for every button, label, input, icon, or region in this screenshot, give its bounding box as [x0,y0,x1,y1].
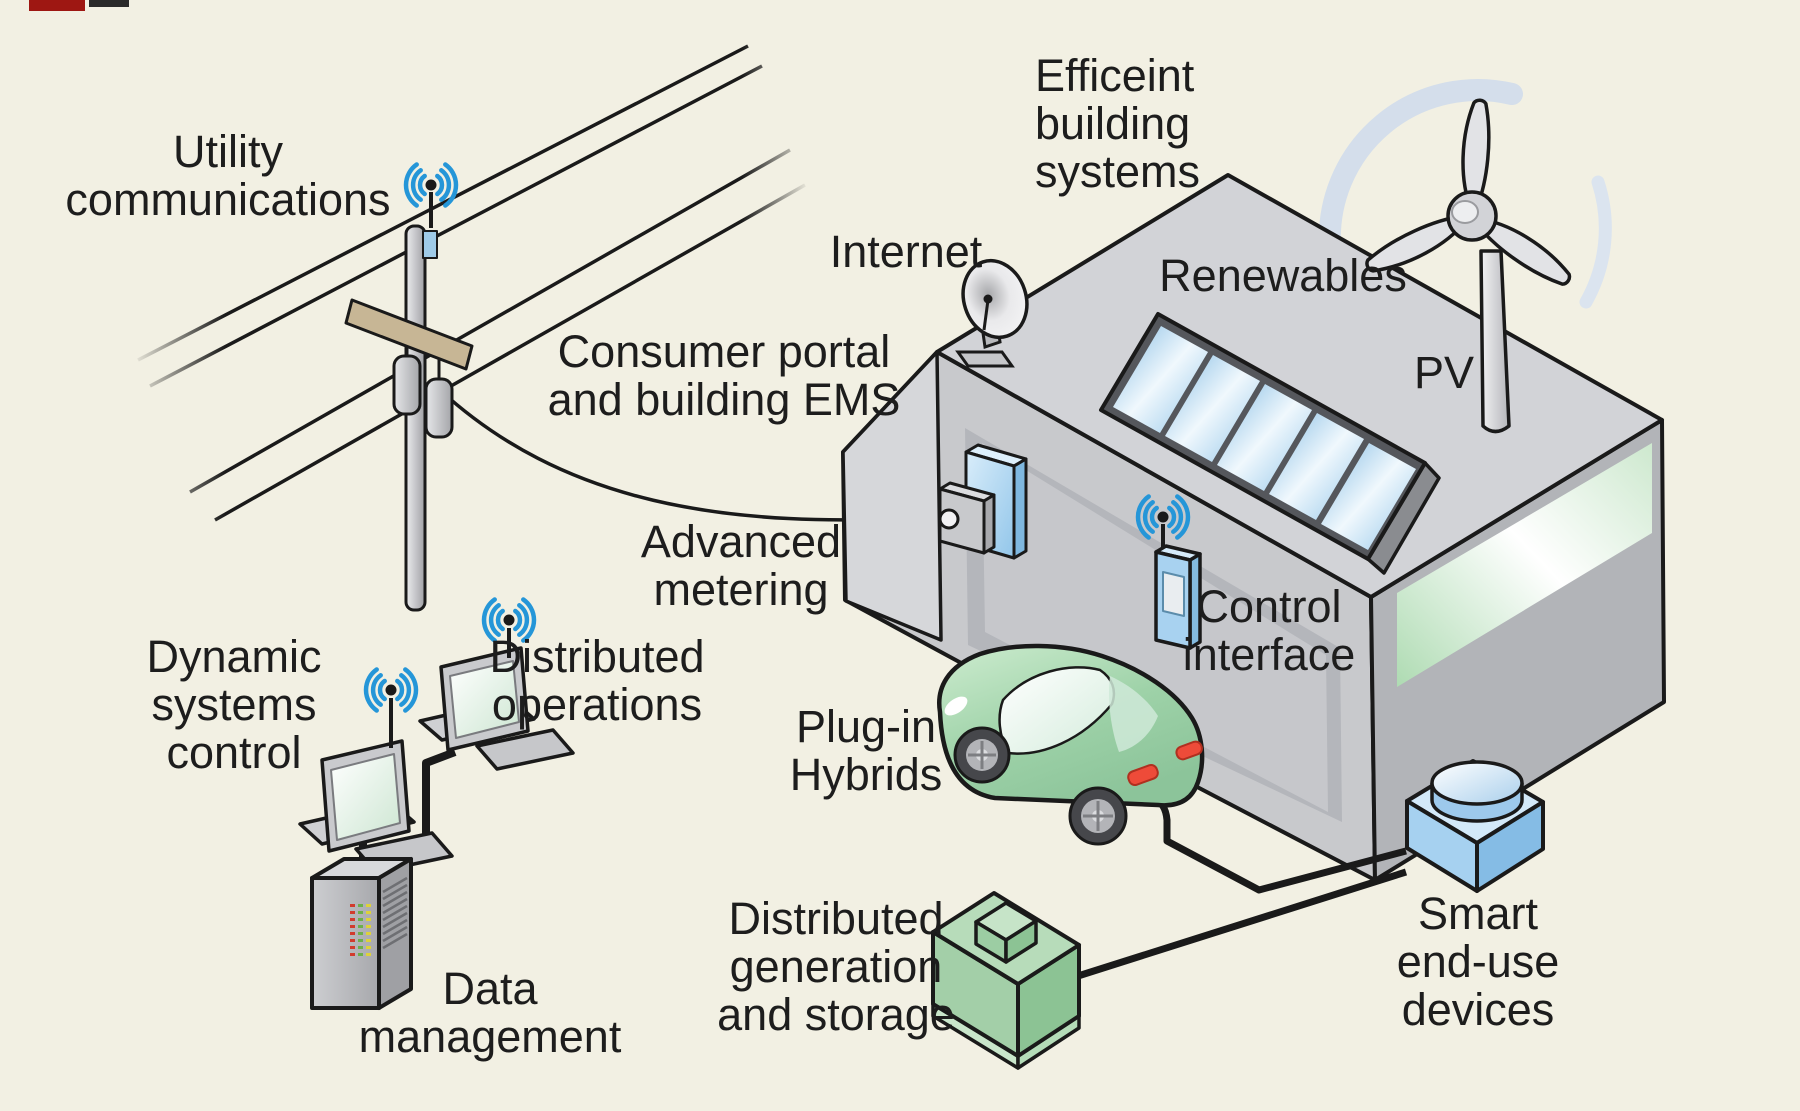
server-vents [382,876,408,950]
building-icon [841,173,1666,882]
turbine-tower [1479,249,1511,434]
label-data-management: Data management [358,963,622,1062]
control-device-icon [1154,524,1202,650]
label-dynamic-systems-control: Dynamic systems control [146,631,322,778]
smart-device-cube-icon [1405,759,1545,893]
meter-icon [938,443,1028,560]
label-utility-communications: Utility communications [65,126,391,225]
car-taillight [1127,763,1159,787]
roof [935,173,1664,599]
label-advanced-metering: Advanced metering [640,516,842,615]
car-headlight [944,696,968,716]
car-taillight [1175,740,1203,761]
window-band [1397,443,1652,687]
label-smart-end-use: Smart end-use devices [1396,888,1560,1035]
crossarm [344,298,474,371]
computer-icon [418,628,575,771]
car-wheel [1068,786,1128,846]
car-icon [937,643,1205,846]
label-control-interface: Control interface [1182,581,1356,680]
screenshot-edge-artifact [89,0,129,7]
label-distributed-operations: Distributed operations [489,631,705,730]
label-distributed-generation: Distributed generation and storage [717,893,955,1040]
server-icon [310,857,413,1010]
label-consumer-portal: Consumer portal and building EMS [547,326,901,425]
building-end-wall [841,350,943,642]
pole-comm-box [422,230,438,259]
utility-pole-icon [344,192,474,612]
computer-icon [298,698,454,874]
car-wheel [953,726,1011,784]
label-plug-in-hybrids: Plug-in Hybrids [789,701,943,800]
satellite-dish-icon [955,258,1029,368]
solar-panel-icon [1099,312,1441,575]
transformer [392,354,422,416]
server-leds [350,904,371,956]
label-efficient-building-systems: Efficeint building systems [1035,50,1201,197]
label-internet: Internet [829,226,983,277]
label-renewables: Renewables [1159,250,1407,301]
power-lines-icon [137,44,806,522]
screenshot-edge-artifact [29,0,85,11]
storage-unit-icon [931,891,1081,1070]
car-rear-glass [1109,676,1158,752]
transformer [424,377,454,439]
label-pv: PV [1414,347,1475,398]
wind-turbine-icon [1365,98,1572,434]
